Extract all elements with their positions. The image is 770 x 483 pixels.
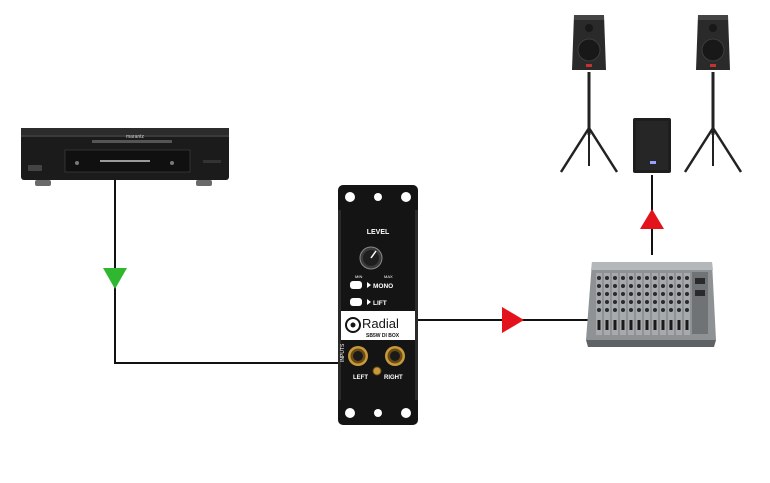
lift-switch[interactable] — [350, 298, 362, 306]
up-arrow — [640, 209, 664, 229]
down-arrow — [103, 268, 127, 289]
right-arrow — [502, 307, 524, 333]
media-player: marantz — [21, 128, 229, 186]
center-screw-icon — [373, 367, 381, 375]
right-label: RIGHT — [384, 375, 403, 381]
mixer-channel-strip — [596, 273, 602, 335]
mixer-channel-strip — [644, 273, 650, 335]
lift-label: LIFT — [373, 300, 387, 307]
mixer-channel-strip — [660, 273, 666, 335]
wire-player-to-di — [115, 180, 338, 363]
mixer-channel-strip — [636, 273, 642, 335]
mixer-channel-strip — [612, 273, 618, 335]
mixing-console — [586, 262, 716, 347]
right-speaker — [685, 15, 741, 172]
player-brand: marantz — [126, 134, 145, 140]
mixer-channel-strip — [620, 273, 626, 335]
mono-switch[interactable] — [350, 281, 362, 289]
mixer-channel-strip — [676, 273, 682, 335]
right-input-jack[interactable] — [385, 346, 405, 366]
radial-logo: Radial — [362, 316, 399, 331]
model-label: SB5W DI BOX — [366, 333, 400, 339]
left-input-jack[interactable] — [348, 346, 368, 366]
mixer-channel-strip — [684, 273, 690, 335]
mono-label: MONO — [373, 283, 393, 290]
max-label: MAX — [384, 274, 393, 279]
inputs-label: INPUTS — [340, 343, 346, 362]
mixer-channel-strip — [604, 273, 610, 335]
level-label: LEVEL — [367, 229, 390, 236]
mixer-channel-strip — [668, 273, 674, 335]
mixer-channel-strip — [652, 273, 658, 335]
left-label: LEFT — [353, 375, 368, 381]
subwoofer — [633, 118, 671, 173]
left-speaker — [561, 15, 617, 172]
mixer-channel-strip — [628, 273, 634, 335]
di-box: LEVEL MIN MAX MONO LIFT Radial SB5W DI B… — [338, 185, 418, 425]
min-label: MIN — [355, 274, 362, 279]
